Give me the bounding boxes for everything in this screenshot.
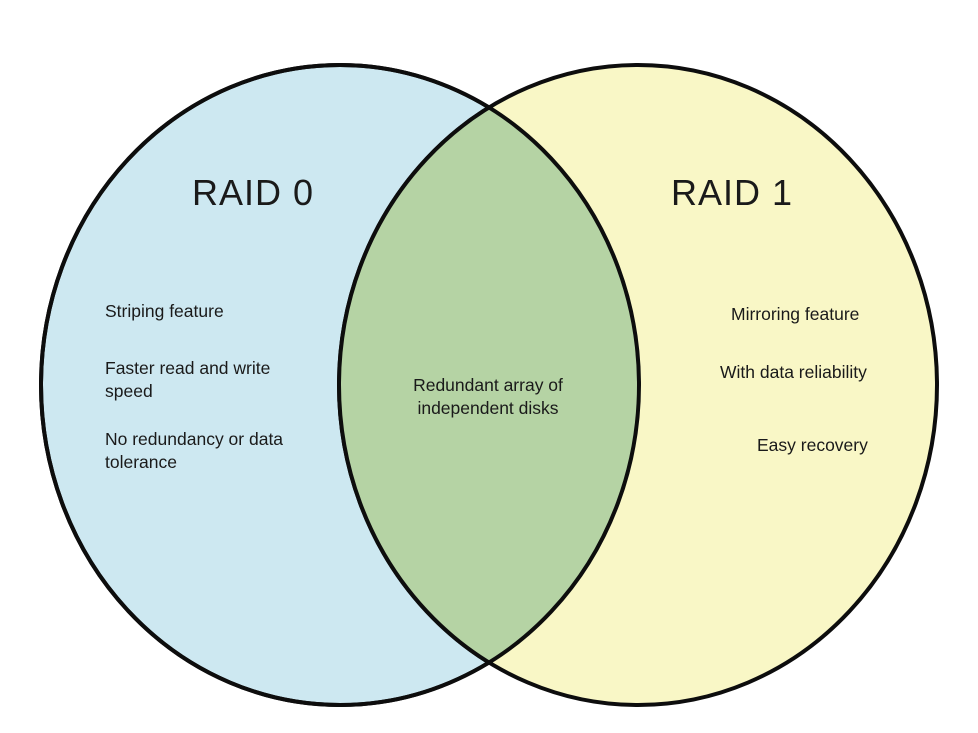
right-item-mirroring: Mirroring feature [731, 304, 860, 324]
right-item-easy-recovery: Easy recovery [757, 435, 868, 455]
right-item-data-reliability: With data reliability [720, 362, 867, 382]
left-item-striping: Striping feature [105, 301, 224, 321]
overlap-label: Redundant array of independent disks [413, 375, 563, 419]
left-circle-outline [39, 63, 641, 707]
left-item-no-redundancy: No redundancy or data tolerance [105, 429, 284, 473]
left-set-title: RAID 0 [191, 172, 315, 213]
right-set-title: RAID 1 [670, 172, 794, 213]
left-item-faster-read-write: Faster read and write speed [105, 358, 271, 402]
